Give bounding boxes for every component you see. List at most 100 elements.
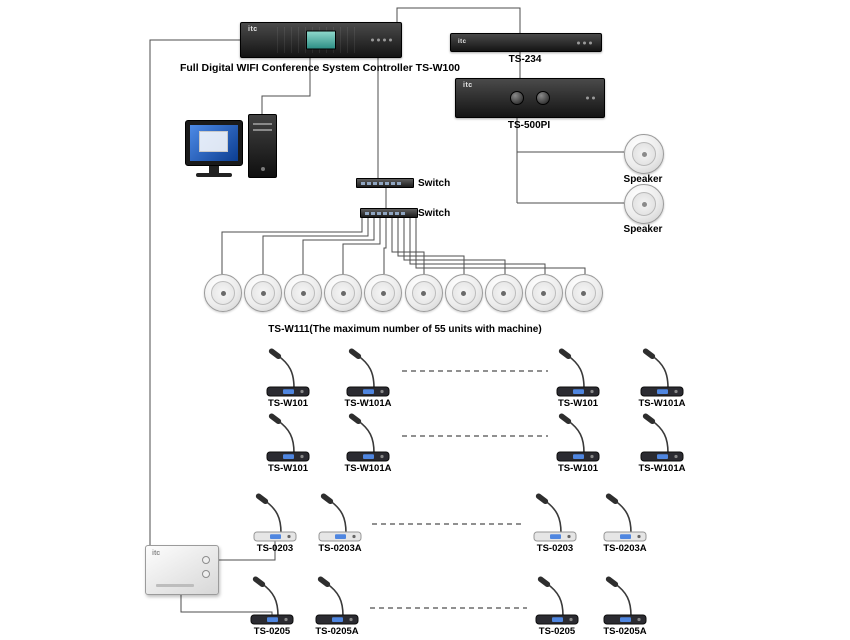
monitor-stand [209, 166, 219, 173]
ts234-buttons [577, 41, 592, 44]
ceiling-speaker-top [624, 134, 664, 174]
brand-logo: itc [152, 550, 161, 557]
amplifier-leds [586, 96, 595, 100]
label-ts234: TS-234 [508, 54, 542, 65]
mic-label: TS-0205A [603, 626, 647, 637]
ceiling-unit-disc [564, 274, 603, 312]
gooseneck-mic-graphic [346, 413, 390, 462]
label-speaker-bottom: Speaker [623, 224, 663, 235]
ceiling-unit-row [204, 274, 603, 312]
brand-logo: itc [248, 26, 258, 33]
monitor-screen [190, 125, 238, 161]
ceiling-unit-disc [444, 274, 483, 312]
conference-mic-unit: TS-W101A [344, 347, 392, 409]
conference-mic-unit: TS-W101A [638, 347, 686, 409]
conference-mic-unit: TS-W101A [344, 412, 392, 474]
gooseneck-mic-graphic [556, 348, 600, 397]
mic-label: TS-W101 [557, 463, 599, 474]
mic-label: TS-W101 [267, 463, 309, 474]
conference-mic-unit: TS-0203 [251, 492, 299, 554]
conference-mic-unit: TS-0203A [601, 492, 649, 554]
gooseneck-mic-graphic [556, 413, 600, 462]
gooseneck-mic-graphic [640, 413, 684, 462]
mic-label: TS-0203 [536, 543, 574, 554]
device-extension-box: itc [145, 545, 219, 595]
controller-buttons [371, 38, 392, 42]
ceiling-unit-disc [244, 274, 283, 312]
gooseneck-mic-graphic [266, 413, 310, 462]
gooseneck-mic-graphic [346, 348, 390, 397]
conference-mic-unit: TS-0205A [313, 575, 361, 637]
gooseneck-mic-graphic [318, 493, 362, 542]
wire-box-to-row3 [217, 541, 276, 561]
label-ceiling-units: TS-W111(The maximum number of 55 units w… [268, 324, 542, 335]
controller-screen [306, 30, 336, 50]
conference-mic-unit: TS-W101 [264, 412, 312, 474]
conference-mic-unit: TS-W101 [554, 347, 602, 409]
device-ts234: itc [450, 33, 602, 52]
mic-label: TS-0203 [256, 543, 294, 554]
gooseneck-mic-graphic [315, 576, 359, 625]
label-controller: Full Digital WIFI Conference System Cont… [179, 62, 461, 74]
wire-left-trunk [149, 39, 240, 545]
ceiling-unit-disc [524, 274, 563, 312]
amplifier-knobs [510, 91, 550, 105]
monitor-window [198, 131, 228, 153]
gooseneck-mic-graphic [535, 576, 579, 625]
gooseneck-mic-graphic [266, 348, 310, 397]
gooseneck-mic-graphic [253, 493, 297, 542]
network-switch-bottom [360, 208, 418, 218]
wire-controller-to-computer [261, 56, 311, 116]
connector-jack [202, 556, 210, 564]
wire-ts500pi-to-speakers [516, 116, 624, 204]
ceiling-unit-disc [484, 274, 523, 312]
conference-mic-unit: TS-0203 [531, 492, 579, 554]
mic-label: TS-W101 [267, 398, 309, 409]
speaker-center [641, 151, 647, 157]
conference-mic-unit: TS-0205 [533, 575, 581, 637]
label-switch-bottom: Switch [418, 208, 451, 219]
gooseneck-mic-graphic [603, 493, 647, 542]
label-switch-top: Switch [418, 178, 451, 189]
brand-logo: itc [458, 39, 467, 45]
mic-label: TS-W101 [557, 398, 599, 409]
computer-tower [248, 114, 277, 178]
network-switch-top [356, 178, 414, 188]
gooseneck-mic-graphic [640, 348, 684, 397]
gooseneck-mic-graphic [533, 493, 577, 542]
connector-jack [202, 570, 210, 578]
ceiling-unit-disc [204, 274, 242, 312]
mic-label: TS-0205A [315, 626, 359, 637]
label-speaker-top: Speaker [623, 174, 663, 185]
mic-label: TS-0203A [603, 543, 647, 554]
ceiling-unit-disc [404, 274, 443, 312]
gooseneck-mic-graphic [250, 576, 294, 625]
mic-label: TS-W101A [638, 463, 686, 474]
ceiling-unit-disc [324, 274, 363, 312]
computer-monitor [185, 120, 243, 166]
ceiling-unit-disc [284, 274, 323, 312]
conference-mic-unit: TS-W101A [638, 412, 686, 474]
mic-label: TS-W101A [638, 398, 686, 409]
label-ts500pi: TS-500PI [507, 120, 551, 131]
drive-bay [253, 123, 272, 125]
mic-label: TS-W101A [344, 463, 392, 474]
mic-label: TS-0205 [538, 626, 576, 637]
power-button-icon [260, 167, 265, 171]
connector-slot [156, 584, 194, 587]
wire-controller-to-ts234 [396, 7, 521, 33]
mic-label: TS-0203A [318, 543, 362, 554]
wire-switch-to-ceiling-units [221, 218, 586, 274]
device-conference-controller: itc [240, 22, 402, 58]
ceiling-unit-disc [364, 274, 403, 312]
mic-label: TS-0205 [253, 626, 291, 637]
speaker-center [641, 201, 647, 207]
gooseneck-mic-graphic [603, 576, 647, 625]
ceiling-speaker-bottom [624, 184, 664, 224]
device-ts500pi-amplifier: itc [455, 78, 605, 118]
brand-logo: itc [463, 82, 473, 89]
conference-mic-unit: TS-W101 [264, 347, 312, 409]
drive-bay [253, 129, 272, 131]
